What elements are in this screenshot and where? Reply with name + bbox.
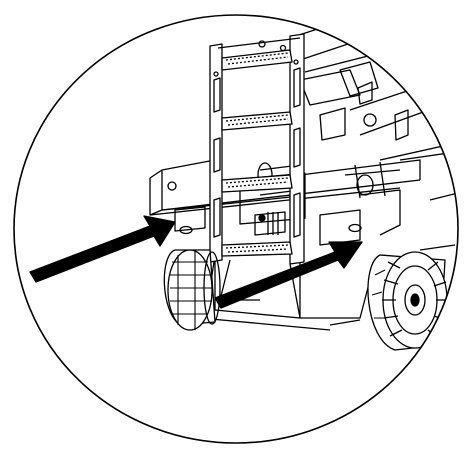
left-wheel — [163, 249, 221, 331]
ladder-step-assembly — [199, 33, 305, 321]
left-callout-arrow — [29, 215, 176, 283]
circular-detail-frame — [13, 14, 459, 444]
right-wheel — [367, 244, 456, 351]
detail-contents — [29, 15, 458, 351]
right-callout-arrow — [214, 241, 363, 309]
